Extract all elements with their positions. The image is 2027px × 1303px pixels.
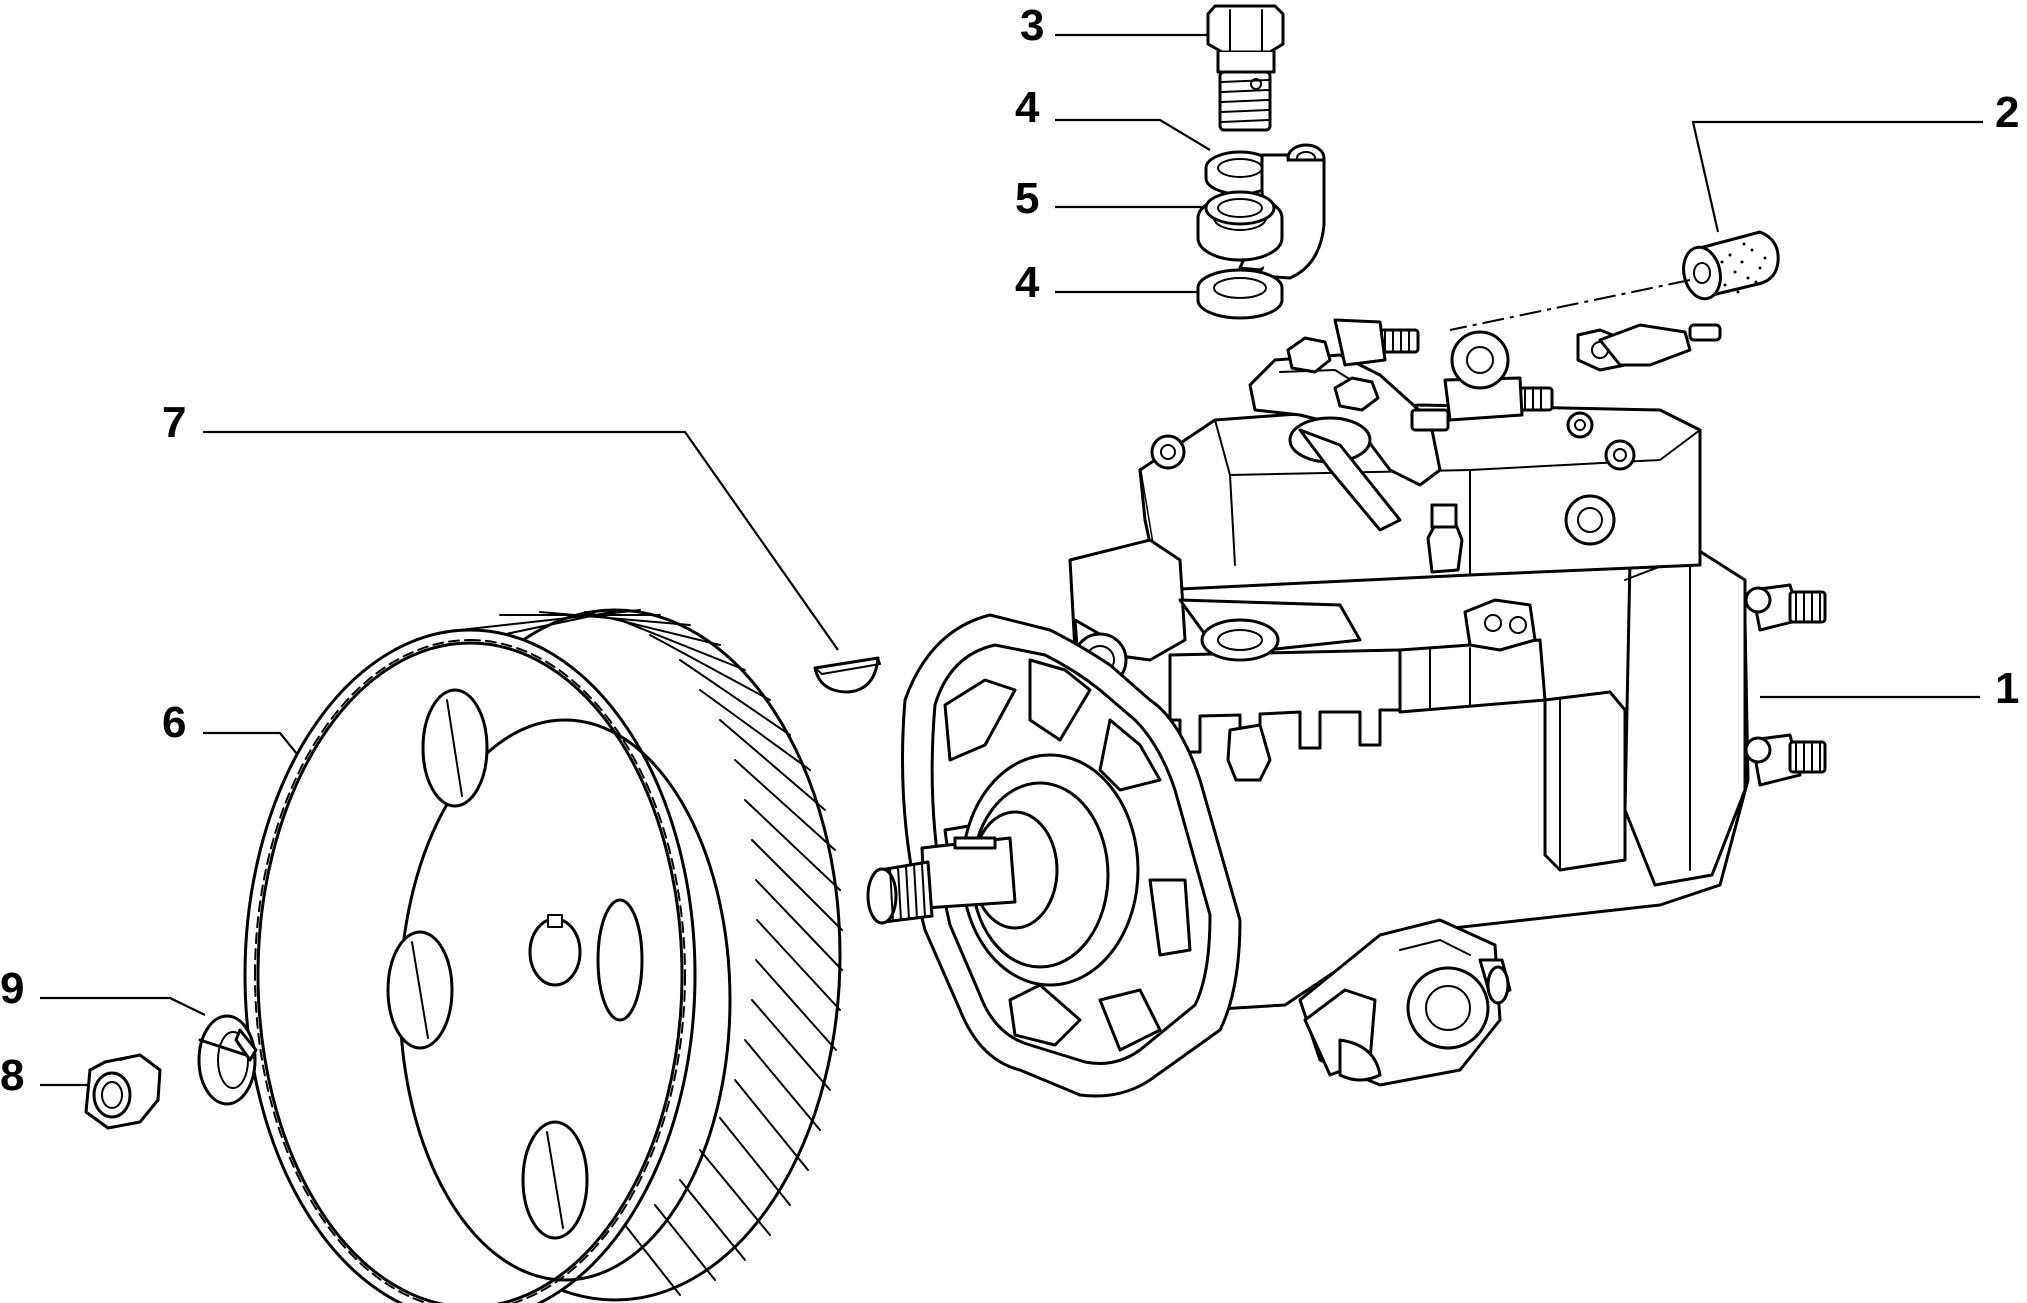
injection-pump-part-1 xyxy=(866,318,1827,1098)
callout-4-lower-label: 4 xyxy=(1015,258,1040,307)
callout-5-label: 5 xyxy=(1015,174,1039,223)
callout-3-label: 3 xyxy=(1020,1,1044,50)
timing-pulley-part-6 xyxy=(243,608,843,1303)
callout-4-upper-label: 4 xyxy=(1015,83,1040,132)
spring-washer-part-9 xyxy=(197,1014,258,1106)
callout-5: 5 xyxy=(1015,174,1205,223)
banjo-bolt-part-3 xyxy=(1206,4,1285,132)
banjo-fitting-part-5 xyxy=(1196,143,1326,280)
sealing-washer-part-4-lower xyxy=(1196,268,1284,320)
callout-7-label: 7 xyxy=(162,398,186,447)
callout-2: 2 xyxy=(1691,88,2019,233)
callout-7: 7 xyxy=(162,398,839,651)
woodruff-key-part-7 xyxy=(813,656,881,694)
callout-6-label: 6 xyxy=(162,698,186,747)
callout-8: 8 xyxy=(0,1051,88,1100)
hex-nut-part-8 xyxy=(84,1053,162,1130)
callout-4-lower: 4 xyxy=(1015,258,1205,307)
callout-9: 9 xyxy=(0,964,206,1016)
leader-line-4-upper xyxy=(1055,118,1211,151)
leader-line-7 xyxy=(203,430,839,651)
callout-4-upper: 4 xyxy=(1015,83,1211,151)
adjusting-screws xyxy=(1333,318,1554,432)
rubber-cap-part-2 xyxy=(1449,230,1780,331)
pulley-center-bore xyxy=(528,917,582,987)
callout-2-label: 2 xyxy=(1995,88,2019,137)
callout-8-label: 8 xyxy=(0,1051,24,1100)
leader-line-2 xyxy=(1691,120,1983,233)
callout-1: 1 xyxy=(1760,664,2019,713)
leader-line-9 xyxy=(40,996,206,1016)
callout-1-label: 1 xyxy=(1995,664,2019,713)
assembly-axis-line xyxy=(1449,279,1691,331)
electrical-terminals xyxy=(1744,583,1827,787)
sealing-washer-part-4-upper xyxy=(1204,150,1276,196)
callout-3: 3 xyxy=(1020,1,1212,50)
callout-9-label: 9 xyxy=(0,964,24,1013)
pulley-hole-right xyxy=(596,898,644,1022)
